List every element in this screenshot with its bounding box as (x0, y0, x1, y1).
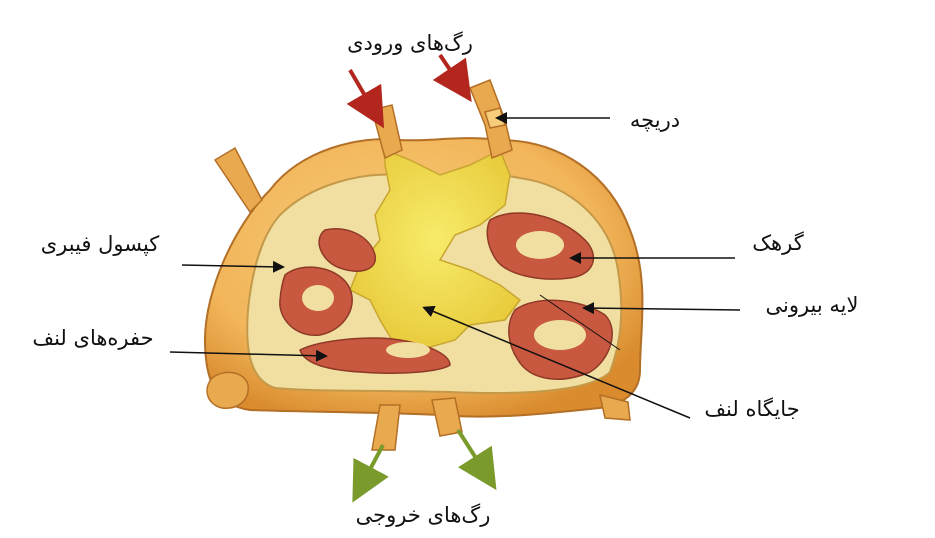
label-lymph-hilum: جایگاه لنف (704, 397, 799, 421)
afferent-arrow-right (440, 55, 465, 92)
label-efferent-vessels: رگ‌های خروجی (356, 503, 491, 527)
side-vessel-left (215, 148, 262, 212)
label-outer-cortex: لایه بیرونی (765, 293, 858, 317)
nodule-right-bottom-center (534, 320, 586, 350)
afferent-arrow-left (350, 70, 378, 118)
efferent-arrow-left (358, 445, 383, 492)
label-nodule: گرهک (752, 231, 803, 255)
efferent-arrow-right (458, 430, 490, 480)
nodule-bottom-center (386, 342, 430, 358)
label-valve: دریچه (630, 108, 680, 132)
nodule-right-top-center (516, 231, 564, 259)
label-afferent-vessels: رگ‌های ورودی (347, 31, 473, 55)
side-vessel-bottom-left (207, 372, 248, 408)
label-fibrous-capsule: کپسول فیبری (41, 232, 160, 256)
lymph-node-body (205, 80, 643, 450)
label-lymph-sinuses: حفره‌های لنف (32, 326, 153, 350)
nodule-left-center (302, 285, 334, 311)
